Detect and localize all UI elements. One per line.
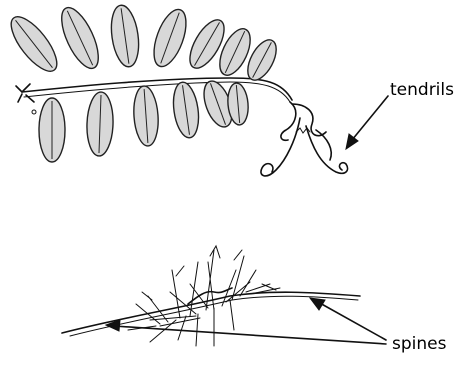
tendril [261, 118, 300, 176]
leaf-rachis-outline [24, 82, 290, 102]
spines-drawing [128, 246, 280, 346]
upper-leaflets [3, 3, 282, 85]
spiny-branch [62, 246, 386, 346]
tendrils-pointer-arrow [346, 96, 388, 149]
stipule [16, 84, 34, 102]
leaflet [3, 10, 64, 78]
tendrils-drawing [261, 102, 348, 176]
leaflet [39, 98, 65, 162]
leaflet [132, 85, 160, 147]
compound-leaf-with-tendrils [3, 3, 388, 176]
leaflet [148, 5, 193, 70]
leaflet [170, 81, 202, 140]
tendrils-label: tendrils [390, 82, 454, 99]
leaf-rachis [22, 78, 292, 100]
spines-pointer-arrows [106, 298, 386, 344]
lower-leaflets [39, 77, 250, 162]
leaflet [54, 3, 105, 74]
spines-label: spines [392, 336, 446, 353]
leaflet [108, 3, 142, 68]
leaflet [86, 92, 114, 157]
tendril [281, 102, 296, 140]
stipule-dot [32, 110, 36, 114]
